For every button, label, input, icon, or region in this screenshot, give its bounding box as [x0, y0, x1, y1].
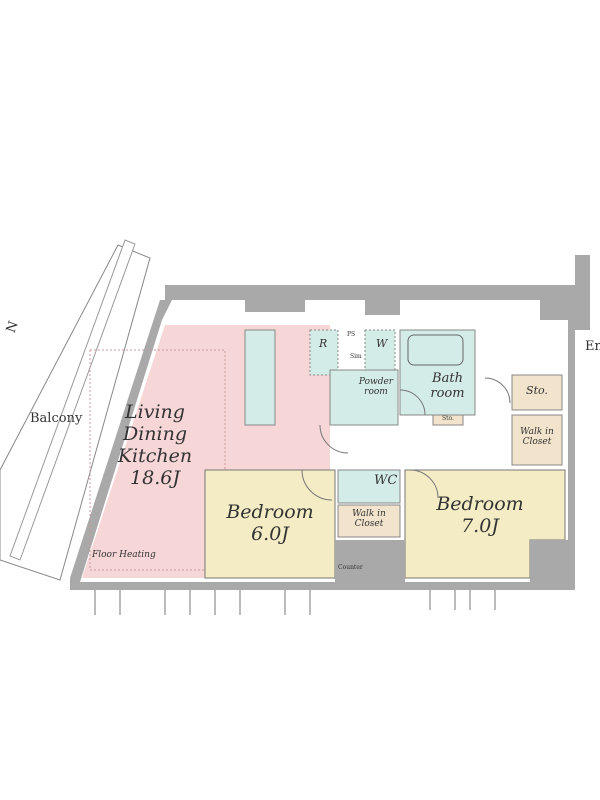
powder-line2: room	[364, 387, 388, 398]
bedroom-1-size: 6.0J	[251, 522, 289, 545]
powder-line1: Powder	[358, 377, 394, 387]
wc-label: WC	[374, 473, 398, 488]
bathtub	[407, 334, 464, 366]
sim-label: Sim	[350, 353, 362, 360]
floor-heating-label: Floor Heating	[92, 550, 156, 560]
ldk-label-line2: Dining	[122, 422, 188, 445]
ldk-label-line3: Kitchen	[117, 444, 193, 467]
closet-2-floor	[511, 414, 563, 466]
bedroom-2-label: Bedroom 7.0J	[425, 493, 535, 538]
counter-label: Counter	[338, 564, 363, 571]
ldk-size: 18.6J	[130, 466, 180, 489]
storage-floor	[511, 374, 563, 411]
doors	[94, 377, 511, 615]
wall-column	[530, 540, 570, 582]
bedroom-2-name: Bedroom	[436, 493, 524, 515]
wall-column	[335, 540, 405, 582]
wall-column	[540, 285, 575, 320]
wall-column	[245, 300, 305, 312]
closet-2-line1: Walk in	[520, 427, 554, 437]
powder-room-label: Powder room	[356, 377, 396, 398]
kitchen-counter	[244, 329, 276, 426]
refrigerator-label: R	[319, 337, 328, 350]
small-storage-label: Sto.	[442, 415, 454, 422]
small-storage	[432, 414, 464, 426]
ldk-label-line1: Living	[125, 401, 185, 423]
powder-room-floor	[329, 369, 399, 426]
closet-1-floor	[337, 504, 401, 538]
closet-1-label: Walk in Closet	[340, 509, 398, 530]
bath-line2: room	[430, 385, 465, 401]
washer-label: W	[376, 337, 388, 350]
wall-column	[365, 285, 400, 315]
balcony-rail	[9, 239, 136, 561]
bedroom-1-label: Bedroom 6.0J	[215, 501, 325, 546]
storage-label: Sto.	[526, 384, 548, 397]
closet-2-line2: Closet	[522, 437, 552, 448]
entrance-label: En	[585, 339, 600, 354]
bath-line1: Bath	[432, 371, 463, 386]
bedroom-1-floor	[204, 469, 336, 579]
closet-1-line2: Closet	[354, 519, 384, 530]
balcony-label: Balcony	[30, 411, 83, 426]
ldk-label: Living Dining Kitchen 18.6J	[110, 401, 200, 489]
bath-label: Bath room	[420, 371, 475, 402]
bedroom-1-name: Bedroom	[226, 501, 314, 523]
bedroom-2-size: 7.0J	[461, 514, 499, 537]
floor-heating-area	[89, 349, 226, 571]
closet-1-line1: Walk in	[352, 509, 386, 519]
wc-floor	[337, 469, 401, 504]
closet-2-label: Walk in Closet	[512, 427, 562, 448]
ps-label: PS	[347, 331, 356, 338]
fridge-space	[309, 329, 339, 376]
